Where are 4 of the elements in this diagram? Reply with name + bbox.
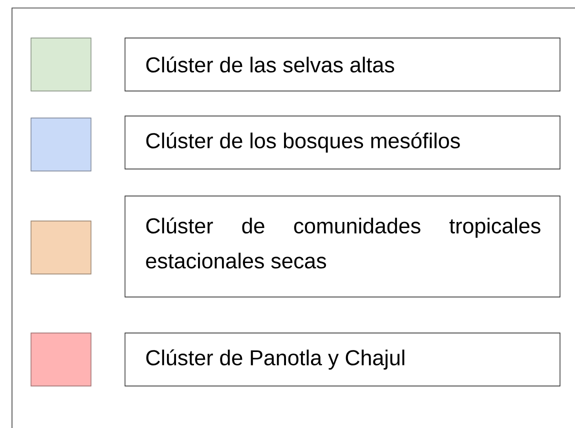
legend-label: Clúster de los bosques mesófilos: [124, 116, 560, 170]
legend-label: Clúster de Panotla y Chajul: [124, 332, 560, 386]
legend-label: Clúster de las selvas altas: [124, 38, 560, 92]
legend-label: Clúster de comunidades tropicales estacionales secas: [124, 196, 560, 298]
